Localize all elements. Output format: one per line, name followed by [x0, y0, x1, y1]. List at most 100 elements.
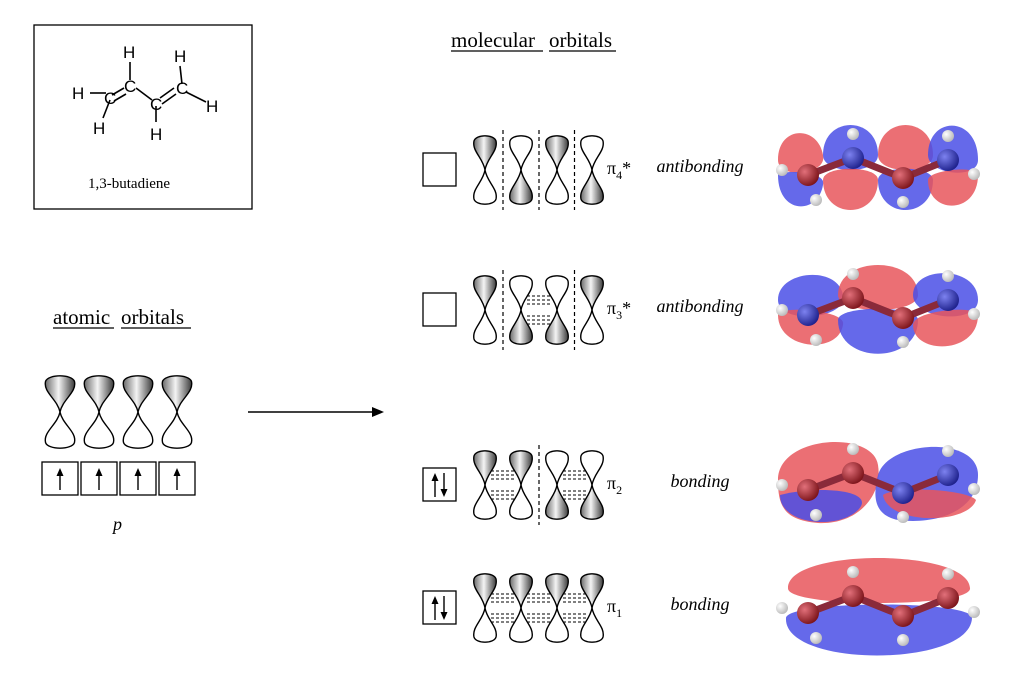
hydrogen-atom	[942, 445, 954, 457]
molecular-orbitals-heading: molecular orbitals	[451, 28, 616, 52]
orbital-lower-lobe	[83, 411, 115, 449]
orbital-isosurface-lobe	[913, 309, 978, 347]
spin-down-arrowhead	[440, 612, 448, 620]
hydrogen-atom	[776, 164, 788, 176]
mo-3d-rendering	[776, 265, 980, 354]
mo-electron-box	[422, 590, 457, 625]
mo-label-star: *	[622, 158, 631, 178]
mo-3d-rendering	[776, 558, 980, 656]
orbital-lower-lobe	[580, 169, 604, 205]
hydrogen-atom	[776, 304, 788, 316]
formation-arrow	[248, 407, 384, 417]
carbon-atom	[937, 289, 959, 311]
mo-box-frame	[422, 152, 457, 187]
carbon-atom	[892, 307, 914, 329]
orbital-upper-lobe	[161, 375, 193, 413]
carbon-atom	[842, 147, 864, 169]
hydrogen-atom	[897, 196, 909, 208]
orbital-isosurface-lobe	[787, 558, 971, 603]
carbon-chain-bonds	[806, 154, 950, 182]
orbital-lower-lobe	[545, 309, 569, 345]
atom-h-5: H	[174, 47, 186, 66]
p-orbital	[122, 375, 154, 449]
hydrogen-atom	[897, 336, 909, 348]
orbital-lower-lobe	[473, 607, 497, 643]
orbital-lower-lobe	[509, 607, 533, 643]
hydrogen-atom	[810, 509, 822, 521]
mo-type-label: antibonding	[656, 296, 743, 316]
p-orbital	[509, 135, 533, 205]
hydrogen-atom	[810, 194, 822, 206]
spin-up-arrowhead	[431, 473, 439, 481]
spin-up-arrowhead	[134, 468, 142, 476]
p-orbital	[473, 135, 497, 205]
hydrogen-atom	[810, 334, 822, 346]
mo-row-π3: π3* antibonding	[422, 265, 980, 354]
hydrogen-atom	[847, 443, 859, 455]
heading-atomic-word: atomic	[53, 305, 110, 329]
orbital-upper-lobe	[509, 573, 533, 609]
hydrogen-atom	[968, 606, 980, 618]
heading-atomic-orbitals-word: orbitals	[121, 305, 184, 329]
mo-label: π3*	[607, 298, 631, 322]
orbital-upper-lobe	[580, 275, 604, 311]
orbital-upper-lobe	[509, 450, 533, 486]
orbital-upper-lobe	[44, 375, 76, 413]
mo-box-frame	[422, 590, 457, 625]
orbital-lower-lobe	[545, 484, 569, 520]
mo-label: π2	[607, 473, 622, 497]
orbital-lower-lobe	[44, 411, 76, 449]
hydrogen-atom	[847, 268, 859, 280]
orbital-isosurface-lobe	[878, 125, 933, 170]
orbital-isosurface-lobe	[878, 168, 933, 210]
mo-electron-box	[422, 292, 457, 327]
mo-type-label: bonding	[670, 594, 729, 614]
carbon-chain-bonds	[806, 469, 950, 497]
carbon-atom	[892, 167, 914, 189]
orbital-upper-lobe	[509, 135, 533, 171]
p-orbital	[580, 573, 604, 643]
mo-row-π4: π4*antibonding	[422, 125, 980, 210]
orbital-lower-lobe	[473, 169, 497, 205]
orbital-isosurface-lobe	[785, 604, 973, 656]
mo-label-subscript: 3	[616, 308, 622, 322]
heading-orbitals-word: orbitals	[549, 28, 612, 52]
carbon-chain-bonds	[806, 294, 950, 322]
hydrogen-atom	[810, 632, 822, 644]
atom-c-1: C	[104, 89, 116, 108]
atom-c-2: C	[124, 77, 136, 96]
hydrogen-atom	[942, 130, 954, 142]
orbital-upper-lobe	[545, 275, 569, 311]
hydrogen-atom	[942, 270, 954, 282]
orbital-lower-lobe	[509, 309, 533, 345]
carbon-atom	[937, 464, 959, 486]
mo-label-star: *	[622, 298, 631, 318]
orbital-upper-lobe	[473, 135, 497, 171]
atomic-orbitals-heading: atomic orbitals	[53, 305, 191, 329]
mo-electron-box	[422, 467, 457, 502]
orbital-lower-lobe	[545, 607, 569, 643]
mo-label-subscript: 2	[616, 483, 622, 497]
carbon-atom	[937, 587, 959, 609]
carbon-atom	[892, 605, 914, 627]
p-orbital	[473, 275, 497, 345]
spin-up-arrowhead	[431, 596, 439, 604]
p-orbital	[545, 275, 569, 345]
carbon-atom	[797, 304, 819, 326]
p-orbital	[545, 573, 569, 643]
hydrogen-atom	[776, 602, 788, 614]
hydrogen-atom	[776, 479, 788, 491]
orbital-upper-lobe	[473, 573, 497, 609]
orbital-upper-lobe	[509, 275, 533, 311]
mo-box-frame	[422, 292, 457, 327]
orbital-lower-lobe	[580, 607, 604, 643]
mo-box-frame	[422, 467, 457, 502]
atom-h-6: H	[206, 97, 218, 116]
carbon-atom	[797, 479, 819, 501]
orbital-upper-lobe	[473, 450, 497, 486]
mo-type-label: antibonding	[656, 156, 743, 176]
hydrogen-atom	[897, 511, 909, 523]
